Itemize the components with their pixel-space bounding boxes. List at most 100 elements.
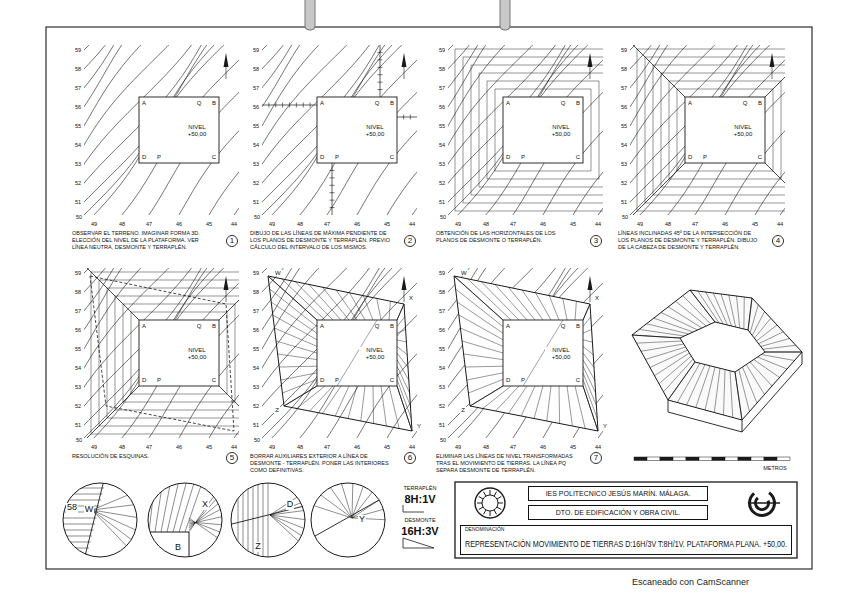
school-logo (497, 507, 501, 510)
earthwork-ground (454, 276, 598, 431)
school-logo (497, 497, 501, 500)
slope-hatch (322, 386, 341, 414)
slope-line (397, 117, 417, 118)
slope-hatch (735, 372, 742, 420)
school-logo (490, 511, 491, 516)
contour-elevation: 52 (253, 180, 259, 186)
slope-horizontal (84, 268, 239, 438)
detail-edge (228, 505, 308, 525)
north-arrow (224, 276, 229, 290)
slope-hatch (730, 371, 733, 418)
contour-elevation: 50 (622, 214, 628, 220)
contour-line (397, 45, 417, 215)
contour-elevation: 51 (439, 422, 445, 428)
interval-tick (410, 115, 411, 120)
detail-hatch (268, 480, 269, 560)
block-side (668, 352, 802, 432)
detail-hatch (238, 480, 239, 560)
slope-hatch (465, 366, 503, 368)
slope-horizontal (463, 57, 603, 203)
slope-toe-line (90, 276, 234, 431)
slope-hatch (454, 276, 503, 320)
contour-panel (425, 0, 799, 238)
platform-level: NIVEL +50,00 (727, 124, 759, 137)
step-number: 5 (226, 452, 238, 464)
contour-elevation: 50 (76, 437, 82, 443)
vertex-letter: X (594, 295, 600, 302)
step-caption: ELIMINAR LAS LÍNEAS DE NIVEL TRANSFORMAD… (436, 453, 576, 474)
slope-hatch (522, 290, 543, 320)
step-number: 4 (776, 237, 780, 246)
slope-hatch (373, 386, 375, 424)
step-number: 1 (226, 235, 238, 247)
school-logo (484, 492, 487, 496)
slope-hatch (632, 335, 680, 338)
interval-tick (403, 115, 404, 120)
detail-hatch (167, 480, 179, 532)
platform-level: NIVEL +50,00 (545, 347, 577, 360)
scale-unit: METROS (763, 465, 787, 471)
step-number: 6 (404, 452, 416, 464)
point-letter: Q (197, 100, 202, 107)
contour-line (262, 268, 417, 438)
point-letter: Q (375, 323, 380, 330)
contour-elevation: 56 (75, 327, 81, 333)
contour-elevation: 53 (75, 161, 81, 167)
slope-hatch (696, 366, 710, 408)
contour-elevation: 47 (692, 221, 698, 227)
slope-hatch (282, 379, 317, 393)
contour-elevation: 56 (439, 327, 445, 333)
contour-elevation: 56 (621, 104, 627, 110)
contour-elevation: 55 (621, 123, 627, 129)
contour-elevation: 50 (254, 214, 260, 220)
intersection-45 (84, 386, 139, 438)
contour-elevation: 45 (570, 221, 576, 227)
point-letter: C (576, 154, 580, 161)
point-letter: D (320, 377, 324, 384)
legend-label: TERRAPLÉN (403, 485, 436, 491)
circle-outline (226, 235, 237, 246)
interval-tick (268, 103, 269, 108)
contour-elevation: 55 (75, 346, 81, 352)
contour-line (262, 45, 417, 215)
slope-hatch (765, 352, 802, 353)
contour-elevation: 52 (75, 403, 81, 409)
detail-hatch (352, 490, 394, 518)
contour-elevation: 57 (439, 308, 445, 314)
slope-horizontal (630, 45, 785, 215)
slope-hatch (381, 386, 386, 426)
platform-level: NIVEL +50,00 (359, 124, 391, 137)
block-side (742, 420, 743, 432)
contour-line (448, 45, 603, 215)
detail-hatch (149, 480, 155, 532)
slope-hatch (583, 353, 594, 368)
interval-tick (330, 200, 335, 201)
contour-line (262, 268, 417, 429)
point-letter: P (335, 154, 339, 161)
point-letter: Q (197, 323, 202, 330)
scale-segment (673, 457, 686, 461)
detail-hatch (92, 490, 140, 510)
school-logo (494, 492, 497, 496)
point-letter: P (703, 154, 707, 161)
contour-elevation: 50 (76, 214, 82, 220)
slope-hatch (746, 365, 764, 395)
north-arrow (402, 53, 407, 67)
slope-hatch (268, 276, 317, 320)
slope-horizontal (630, 45, 785, 215)
contour-elevation: 59 (253, 270, 259, 276)
detail-hatch (92, 510, 140, 518)
slope-symbol (403, 538, 434, 548)
detail-circle-outline (231, 483, 305, 557)
contour-line (448, 45, 603, 168)
slope-hatch (724, 370, 726, 416)
department-logo (748, 491, 776, 517)
interval-tick (303, 103, 304, 108)
contour-elevation: 59 (75, 270, 81, 276)
point-letter: A (142, 100, 146, 107)
slope-hatch (335, 386, 349, 416)
contour-line (262, 45, 417, 215)
slope-horizontal (487, 81, 599, 179)
slope-hatch (721, 294, 732, 326)
contour-elevation: 52 (621, 180, 627, 186)
